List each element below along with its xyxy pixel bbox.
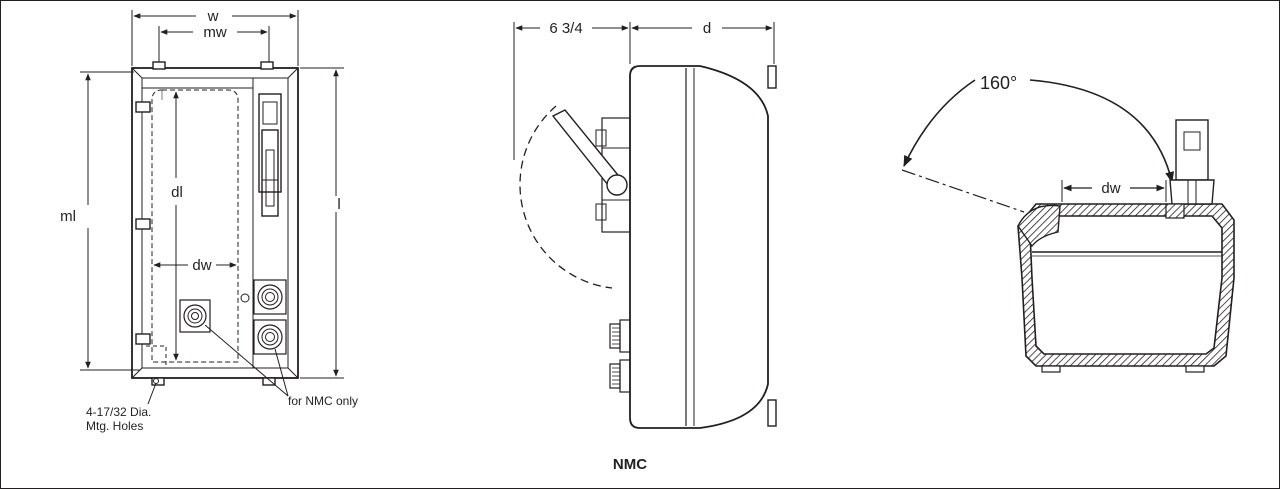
- section-view: [901, 79, 1235, 373]
- section-dim-dw-label: dw: [1101, 180, 1120, 197]
- side-view: [513, 22, 777, 429]
- dim-clearance-label: 6 3/4: [549, 20, 582, 37]
- angle-160-label: 160°: [980, 73, 1017, 93]
- dim-w-label: w: [207, 8, 219, 25]
- nmc-only-note: for NMC only: [288, 394, 358, 408]
- front-view: [80, 10, 344, 405]
- mounting-holes-note-line1: 4-17/32 Dia.: [86, 405, 151, 419]
- dim-mw-label: mw: [203, 24, 226, 41]
- dim-ml-label: ml: [60, 208, 76, 225]
- dim-d-label: d: [703, 20, 711, 37]
- dim-l-label: l: [337, 196, 340, 213]
- side-view-caption: NMC: [613, 456, 647, 473]
- dim-dw-label: dw: [192, 257, 211, 274]
- mounting-holes-note-line2: Mtg. Holes: [86, 419, 143, 433]
- dim-dl-label: dl: [171, 184, 183, 201]
